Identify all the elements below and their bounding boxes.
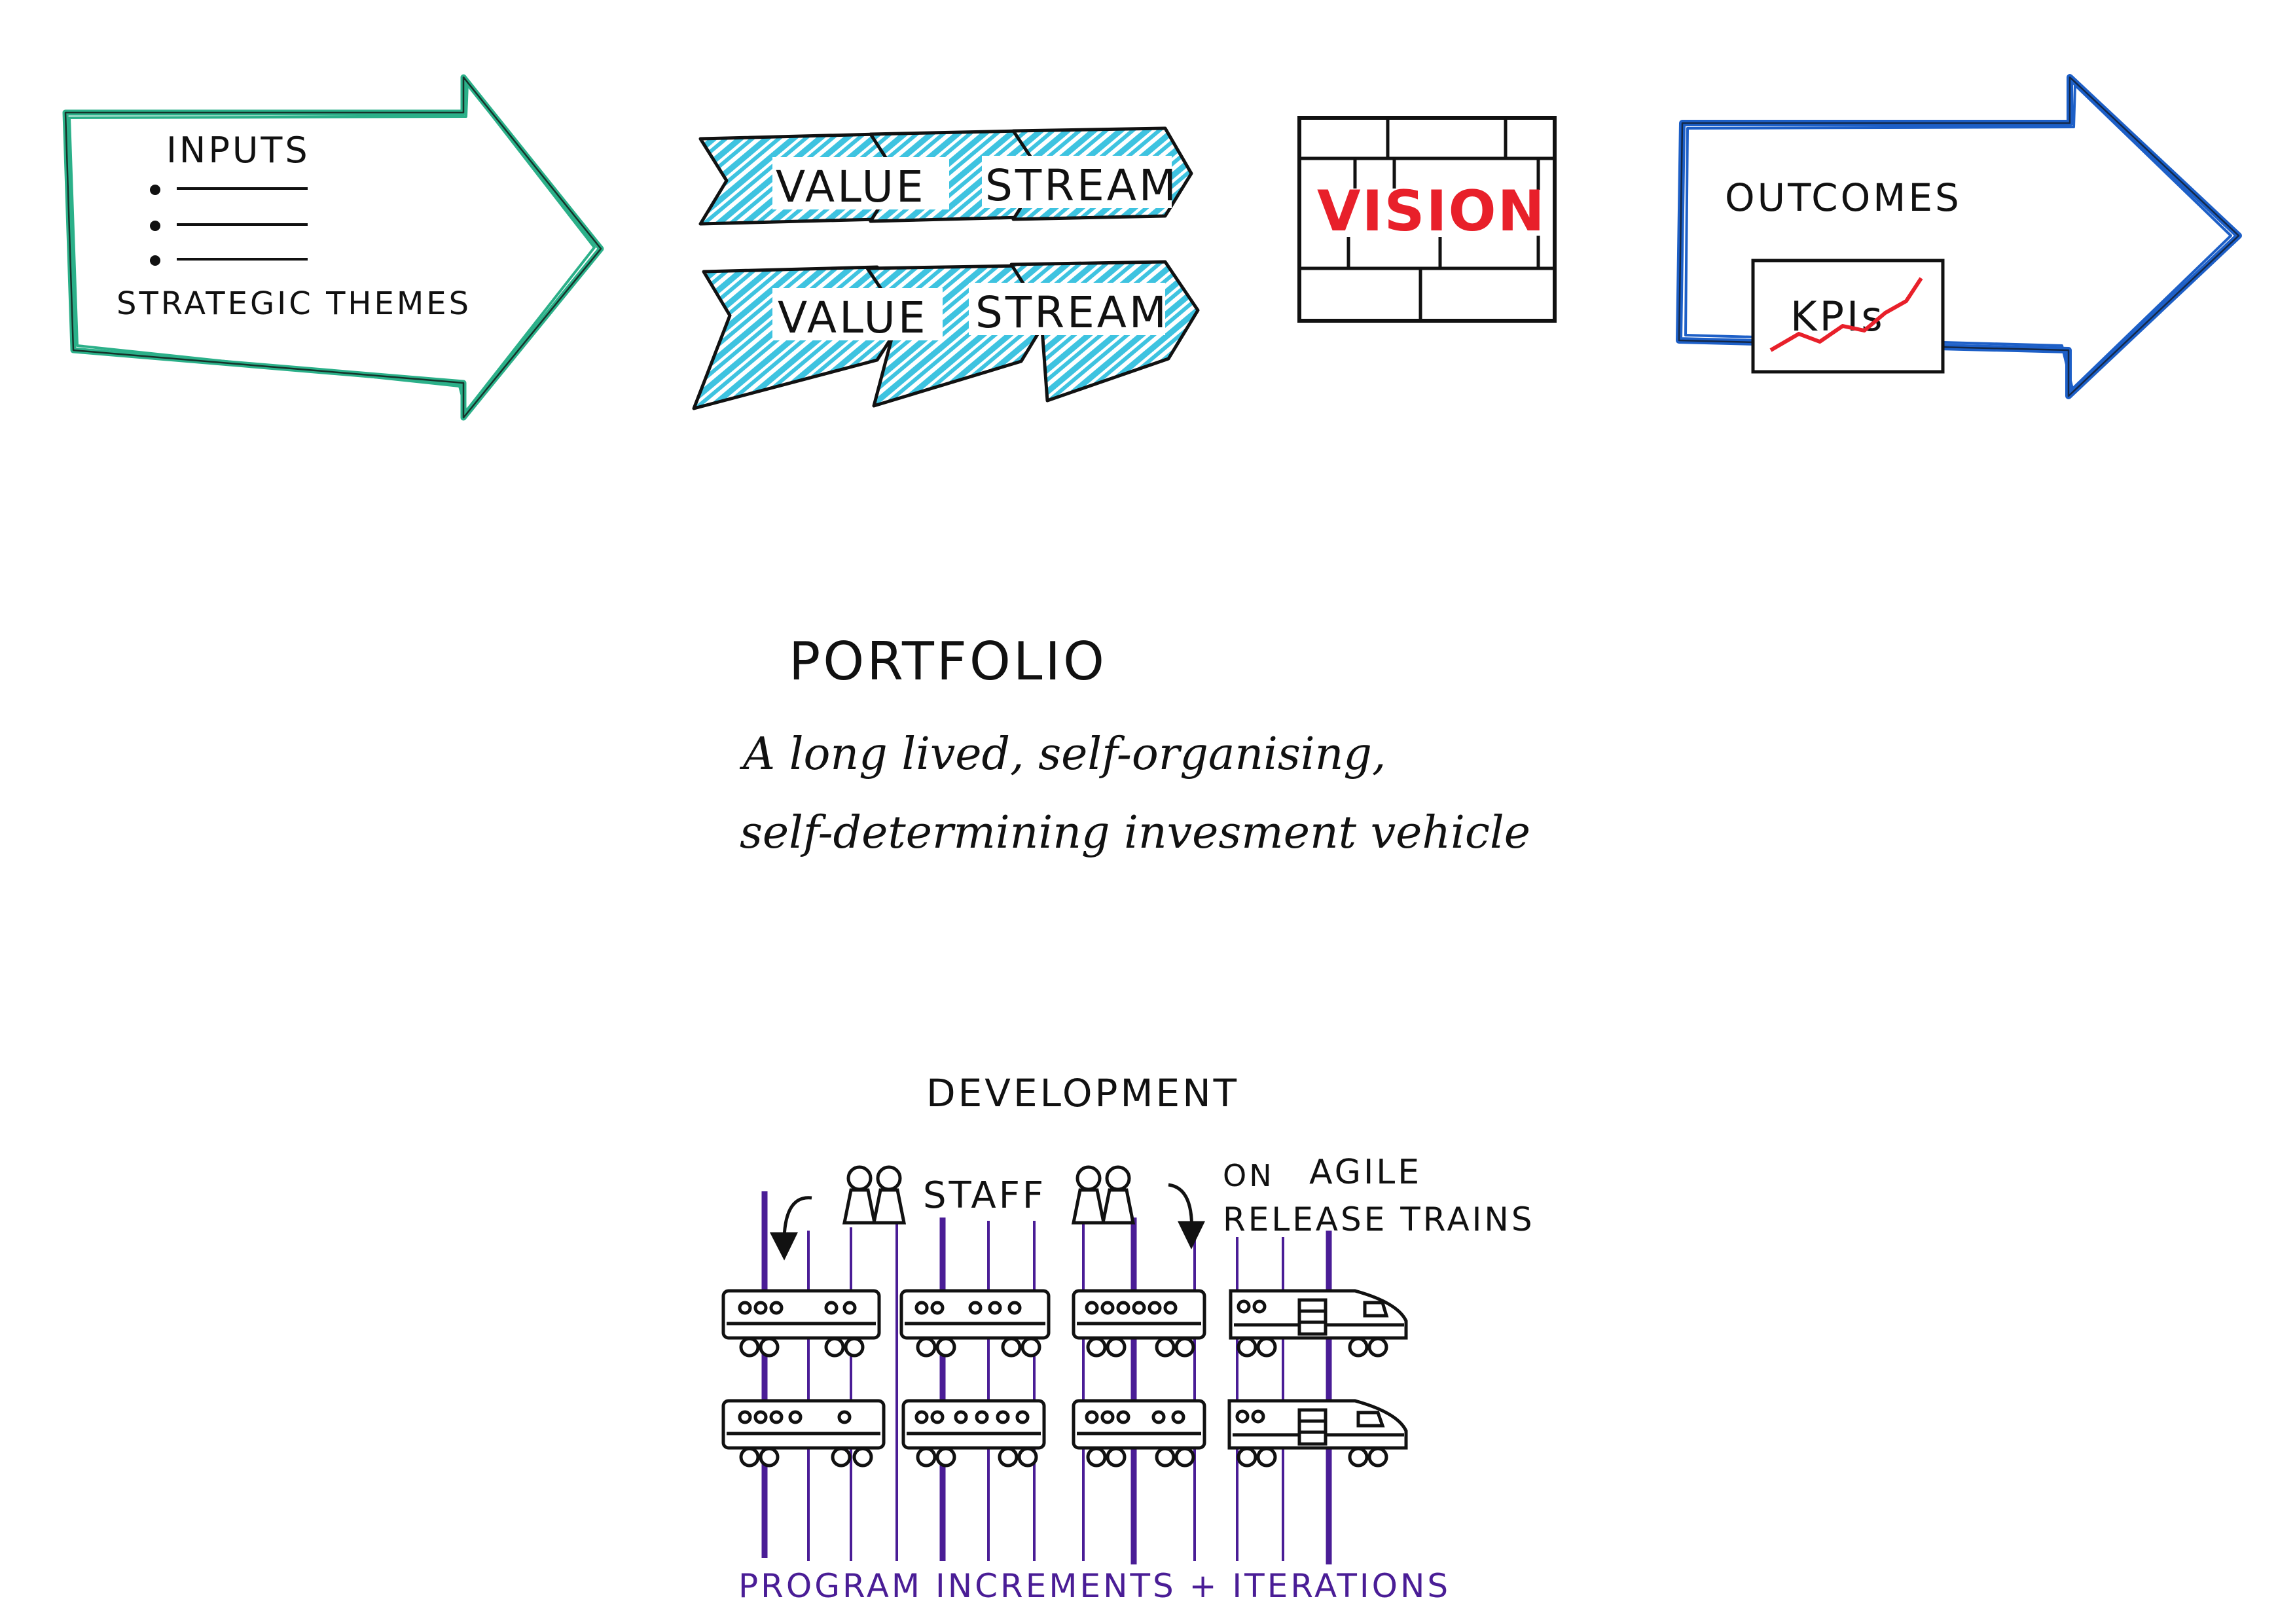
outcomes-title: OUTCOMES (1725, 175, 1962, 220)
portfolio-line1: A long lived, self-organising, (739, 729, 1386, 780)
value-stream-top-word2: STREAM (985, 160, 1179, 211)
kpi-trend-icon (1769, 277, 1923, 352)
arrow-down-icon (769, 1183, 1205, 1261)
agile-label: AGILE (1309, 1153, 1422, 1192)
strategic-themes-label: STRATEGIC THEMES (117, 285, 471, 322)
kpis-label: KPIs (1790, 293, 1885, 340)
locomotive-icon (1229, 1289, 1408, 1358)
release-train-1 (721, 1289, 1408, 1358)
development-section: DEVELOPMENT STAFF (721, 1071, 1535, 1605)
portfolio-line2: self-determining invesment vehicle (740, 807, 1530, 859)
inputs-title: INPUTS (166, 130, 310, 171)
inputs-arrow: INPUTS STRATEGIC THEMES (62, 74, 604, 421)
on-label: ON (1223, 1158, 1274, 1193)
value-stream-bottom-word2: STREAM (975, 287, 1169, 338)
value-stream-bottom-word1: VALUE (778, 293, 928, 343)
portfolio-title: PORTFOLIO (789, 631, 1107, 692)
value-stream-top: VALUE STREAM (698, 126, 1193, 226)
release-train-2 (721, 1399, 1408, 1468)
train-car-icon (721, 1289, 881, 1358)
locomotive-icon (1227, 1399, 1408, 1468)
train-car-icon (899, 1289, 1051, 1358)
train-car-icon (721, 1399, 886, 1468)
value-stream-top-word1: VALUE (776, 162, 926, 212)
vision-label: VISION (1317, 179, 1546, 244)
portfolio-section: PORTFOLIO A long lived, self-organising,… (739, 631, 1530, 859)
staff-label: STAFF (923, 1174, 1046, 1217)
train-car-icon (1072, 1399, 1206, 1468)
person-icon (842, 1165, 1136, 1225)
train-car-icon (1072, 1289, 1206, 1358)
value-stream-bottom: VALUE STREAM (692, 260, 1200, 410)
train-car-icon (901, 1399, 1046, 1468)
iteration-lines (761, 1191, 1332, 1564)
inputs-bullet-list (150, 185, 308, 266)
vision-box: VISION (1297, 116, 1557, 323)
program-increments-label: PROGRAM INCREMENTS + ITERATIONS (738, 1567, 1451, 1605)
development-title: DEVELOPMENT (926, 1071, 1239, 1115)
outcomes-arrow: OUTCOMES KPIs (1676, 74, 2242, 399)
release-trains-label: RELEASE TRAINS (1223, 1200, 1535, 1238)
